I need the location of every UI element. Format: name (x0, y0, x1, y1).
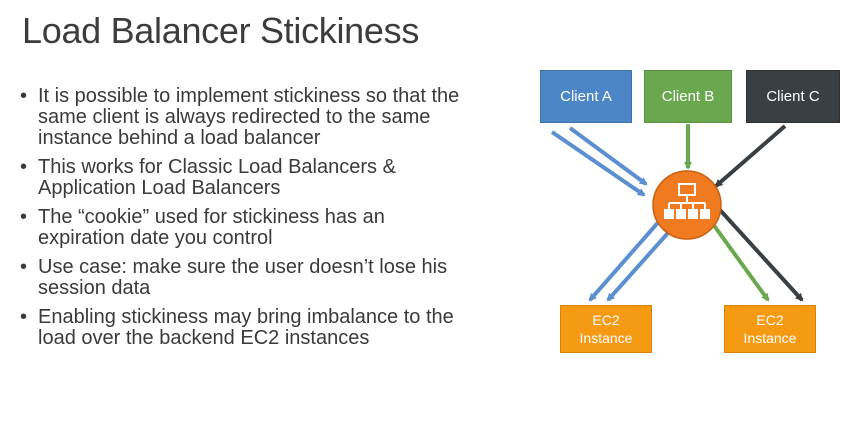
arrow-lb-to-ec2-right-dark (718, 208, 804, 302)
client-b-label: Client B (661, 88, 715, 105)
bullet-text: Use case: make sure the user doesn’t los… (38, 256, 448, 299)
bullet-item: • It is possible to implement stickiness … (20, 86, 470, 149)
bullet-dot: • (20, 85, 28, 107)
arrow-client-c-to-lb (714, 124, 787, 188)
stickiness-diagram: Client A Client B Client C EC2 Instance … (520, 60, 850, 360)
bullet-dot: • (20, 156, 28, 178)
bullet-list: • It is possible to implement stickiness … (20, 86, 470, 357)
bullet-item: • Enabling stickiness may bring imbalance… (20, 307, 470, 349)
ec2-left-line2: Instance (579, 330, 633, 346)
bullet-dot: • (20, 206, 28, 228)
bullet-dot: • (20, 306, 28, 328)
ec2-left-line1: EC2 (592, 312, 620, 328)
arrow-lb-to-ec2-left-2 (606, 222, 678, 302)
bullet-item: • This works for Classic Load Balancers &… (20, 157, 470, 199)
ec2-instance-left: EC2 Instance (560, 305, 652, 353)
ec2-right-line1: EC2 (756, 312, 784, 328)
client-c-box: Client C (746, 70, 840, 123)
ec2-right-line2: Instance (743, 330, 797, 346)
ec2-instance-right: EC2 Instance (724, 305, 816, 353)
arrow-lb-to-ec2-left-1 (588, 216, 664, 302)
diagram-arrows (550, 124, 804, 302)
client-b-box: Client B (644, 70, 732, 123)
bullet-dot: • (20, 256, 28, 278)
arrow-client-a-to-lb-2 (550, 130, 646, 197)
arrow-lb-to-ec2-right-green (708, 218, 770, 302)
load-balancer-icon (652, 170, 722, 240)
bullet-text: The “cookie” used for stickiness has an … (38, 206, 385, 249)
client-a-box: Client A (540, 70, 632, 123)
bullet-item: • The “cookie” used for stickiness has an… (20, 207, 470, 249)
bullet-item: • Use case: make sure the user doesn’t lo… (20, 257, 470, 299)
client-a-label: Client A (560, 88, 612, 105)
bullet-text: This works for Classic Load Balancers & … (38, 156, 396, 199)
slide-title: Load Balancer Stickiness (22, 10, 420, 51)
arrow-client-a-to-lb-1 (568, 126, 648, 186)
client-c-label: Client C (766, 88, 820, 105)
bullet-text: Enabling stickiness may bring imbalance … (38, 306, 454, 349)
bullet-text: It is possible to implement stickiness s… (38, 85, 460, 149)
